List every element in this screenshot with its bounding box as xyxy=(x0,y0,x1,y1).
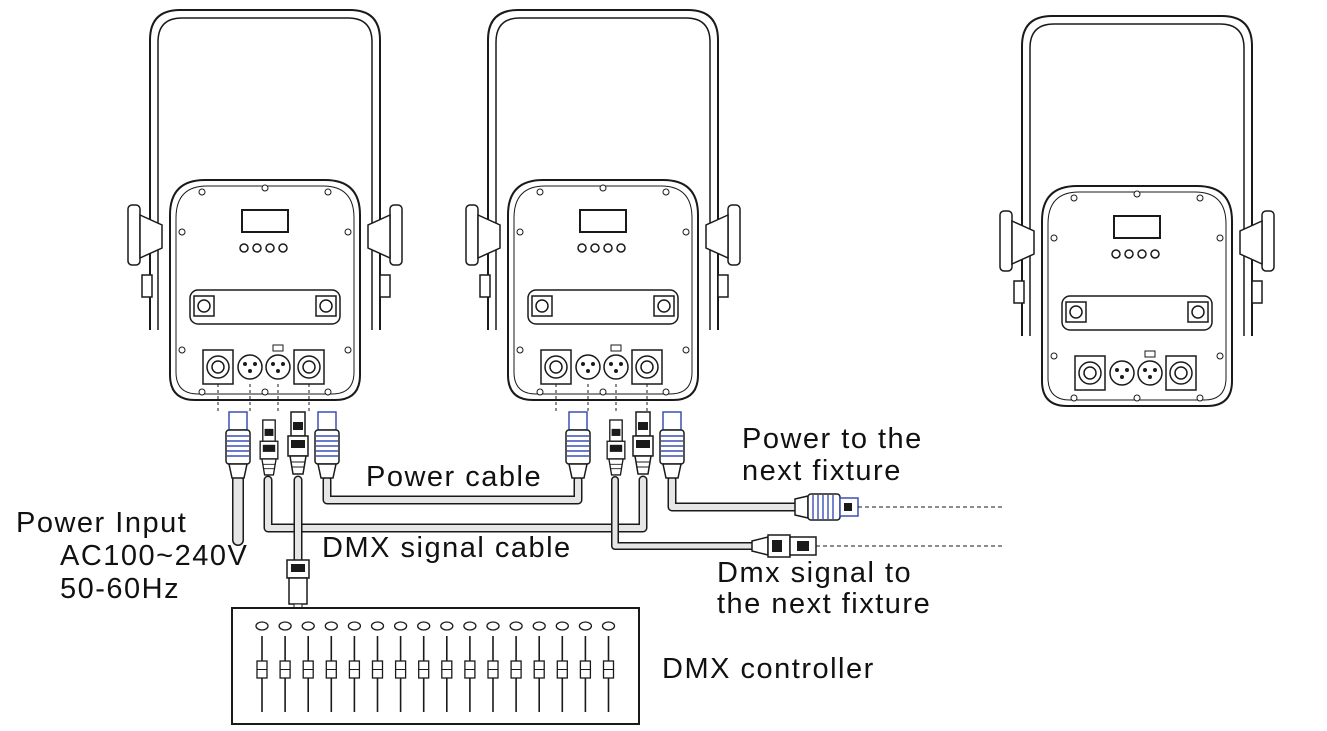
power-next-fixture-line2: next fixture xyxy=(742,455,902,487)
power-input-label: Power Input xyxy=(16,507,188,539)
controller-fader xyxy=(370,621,385,712)
dmx-next-fixture-line2: the next fixture xyxy=(717,588,932,620)
dmx-controller-label: DMX controller xyxy=(662,653,875,685)
continuation-lines xyxy=(816,506,1005,547)
dmx-next-plug xyxy=(751,534,817,558)
controller-fader xyxy=(463,621,477,712)
controller-fader xyxy=(578,621,593,712)
controller-fader xyxy=(440,621,454,712)
port-guides xyxy=(217,384,648,412)
controller-fader xyxy=(509,621,523,712)
controller-fader xyxy=(278,621,292,712)
power-next-fixture-line1: Power to the xyxy=(742,423,923,455)
controller-fader xyxy=(555,621,569,712)
controller-fader xyxy=(301,621,315,712)
power-cable-label: Power cable xyxy=(366,461,543,493)
power-spec-voltage: AC100~240V xyxy=(60,540,249,572)
fixture-2 xyxy=(465,9,741,401)
controller-fader xyxy=(255,621,269,712)
controller-fader xyxy=(417,621,431,712)
controller-faders xyxy=(255,621,616,712)
controller-fader xyxy=(347,621,362,712)
controller-fader xyxy=(532,621,546,712)
power-spec-frequency: 50-60Hz xyxy=(60,573,181,605)
controller-fader xyxy=(324,621,338,712)
cables xyxy=(232,474,800,565)
controller-fader xyxy=(393,621,408,712)
fixture-3 xyxy=(999,15,1275,407)
controller-fader xyxy=(486,621,500,712)
dmx-controller xyxy=(231,607,640,725)
controller-fader xyxy=(601,621,616,712)
fixture-1 xyxy=(127,9,403,401)
dmx-signal-cable-label: DMX signal cable xyxy=(322,532,572,564)
power-next-plug xyxy=(794,493,859,521)
dmx-next-fixture-line1: Dmx signal to xyxy=(717,557,913,589)
